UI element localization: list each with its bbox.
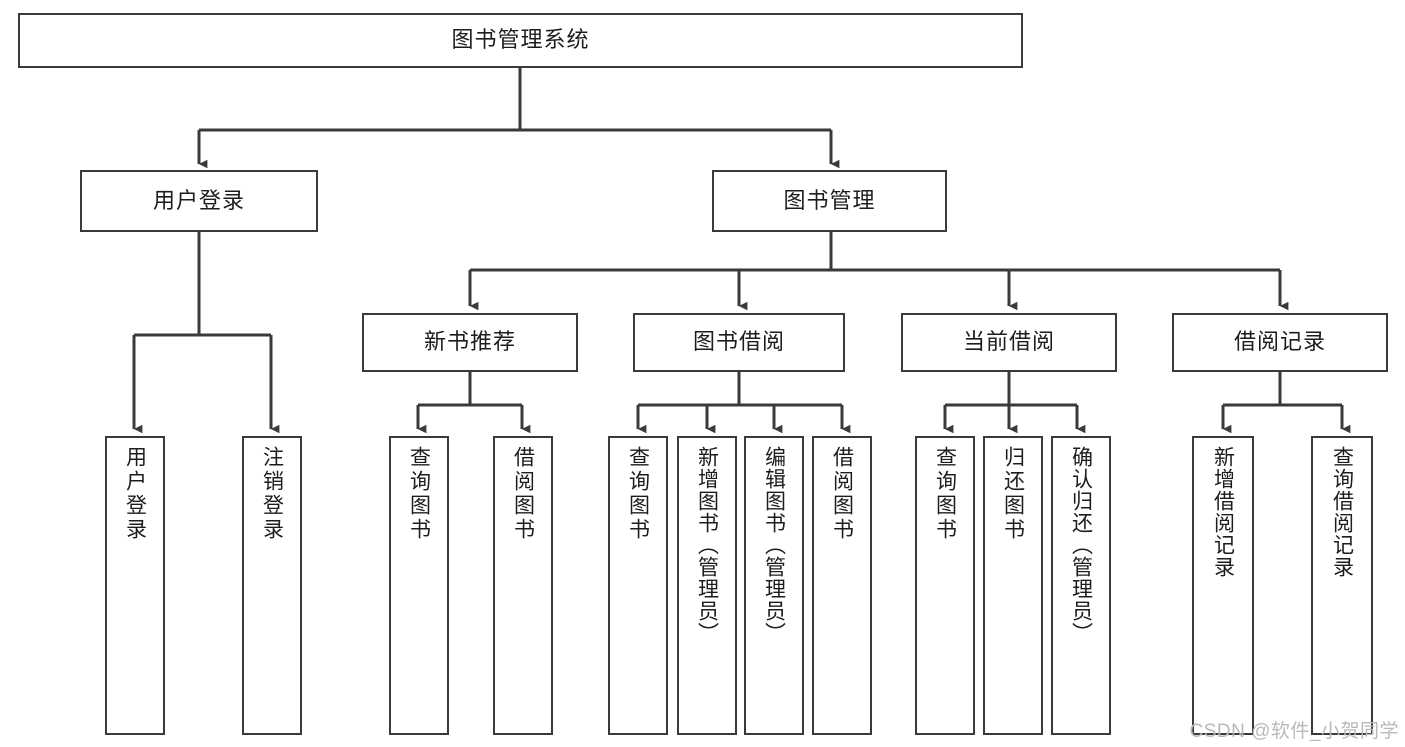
node-leaf-confirm-return[interactable]: 确认归还（管理员） (1051, 436, 1111, 735)
node-label: 注销登录 (260, 446, 284, 542)
node-label: 图书借阅 (692, 329, 785, 355)
node-borrow-record[interactable]: 借阅记录 (1172, 313, 1388, 372)
node-label: 新增借阅记录 (1211, 446, 1235, 578)
node-label: 查询图书 (933, 446, 957, 542)
node-leaf-borrow-book-2[interactable]: 借阅图书 (812, 436, 872, 735)
node-leaf-query-record[interactable]: 查询借阅记录 (1311, 436, 1373, 735)
node-user-login[interactable]: 用户登录 (80, 170, 318, 232)
node-label: 查询图书 (626, 446, 650, 542)
node-root-book-management-system[interactable]: 图书管理系统 (18, 13, 1023, 68)
node-leaf-user-logout[interactable]: 注销登录 (242, 436, 302, 735)
node-leaf-query-book-3[interactable]: 查询图书 (915, 436, 975, 735)
node-label: 用户登录 (123, 446, 147, 542)
node-leaf-edit-book[interactable]: 编辑图书（管理员） (744, 436, 804, 735)
node-label: 编辑图书（管理员） (762, 446, 786, 644)
node-current-borrow[interactable]: 当前借阅 (901, 313, 1117, 372)
node-label: 图书管理 (783, 187, 876, 213)
node-label: 归还图书 (1001, 446, 1025, 542)
node-label: 借阅记录 (1233, 329, 1326, 355)
node-label: 当前借阅 (962, 329, 1055, 355)
node-book-borrow[interactable]: 图书借阅 (633, 313, 845, 372)
watermark-text: CSDN @软件_小贺同学 (1189, 721, 1399, 742)
node-leaf-add-record[interactable]: 新增借阅记录 (1192, 436, 1254, 735)
node-leaf-query-book-1[interactable]: 查询图书 (389, 436, 449, 735)
node-new-book-recommend[interactable]: 新书推荐 (362, 313, 578, 372)
node-leaf-user-login[interactable]: 用户登录 (105, 436, 165, 735)
node-leaf-query-book-2[interactable]: 查询图书 (608, 436, 668, 735)
node-leaf-return-book[interactable]: 归还图书 (983, 436, 1043, 735)
node-label: 借阅图书 (511, 446, 535, 542)
node-label: 新增图书（管理员） (695, 446, 719, 644)
node-label: 图书管理系统 (451, 27, 590, 53)
node-label: 确认归还（管理员） (1069, 446, 1093, 644)
node-leaf-borrow-book-1[interactable]: 借阅图书 (493, 436, 553, 735)
node-label: 借阅图书 (830, 446, 854, 542)
node-label: 用户登录 (152, 187, 245, 213)
node-label: 新书推荐 (423, 329, 516, 355)
node-label: 查询图书 (407, 446, 431, 542)
node-leaf-add-book[interactable]: 新增图书（管理员） (677, 436, 737, 735)
node-book-management[interactable]: 图书管理 (712, 170, 947, 232)
node-label: 查询借阅记录 (1330, 446, 1354, 578)
